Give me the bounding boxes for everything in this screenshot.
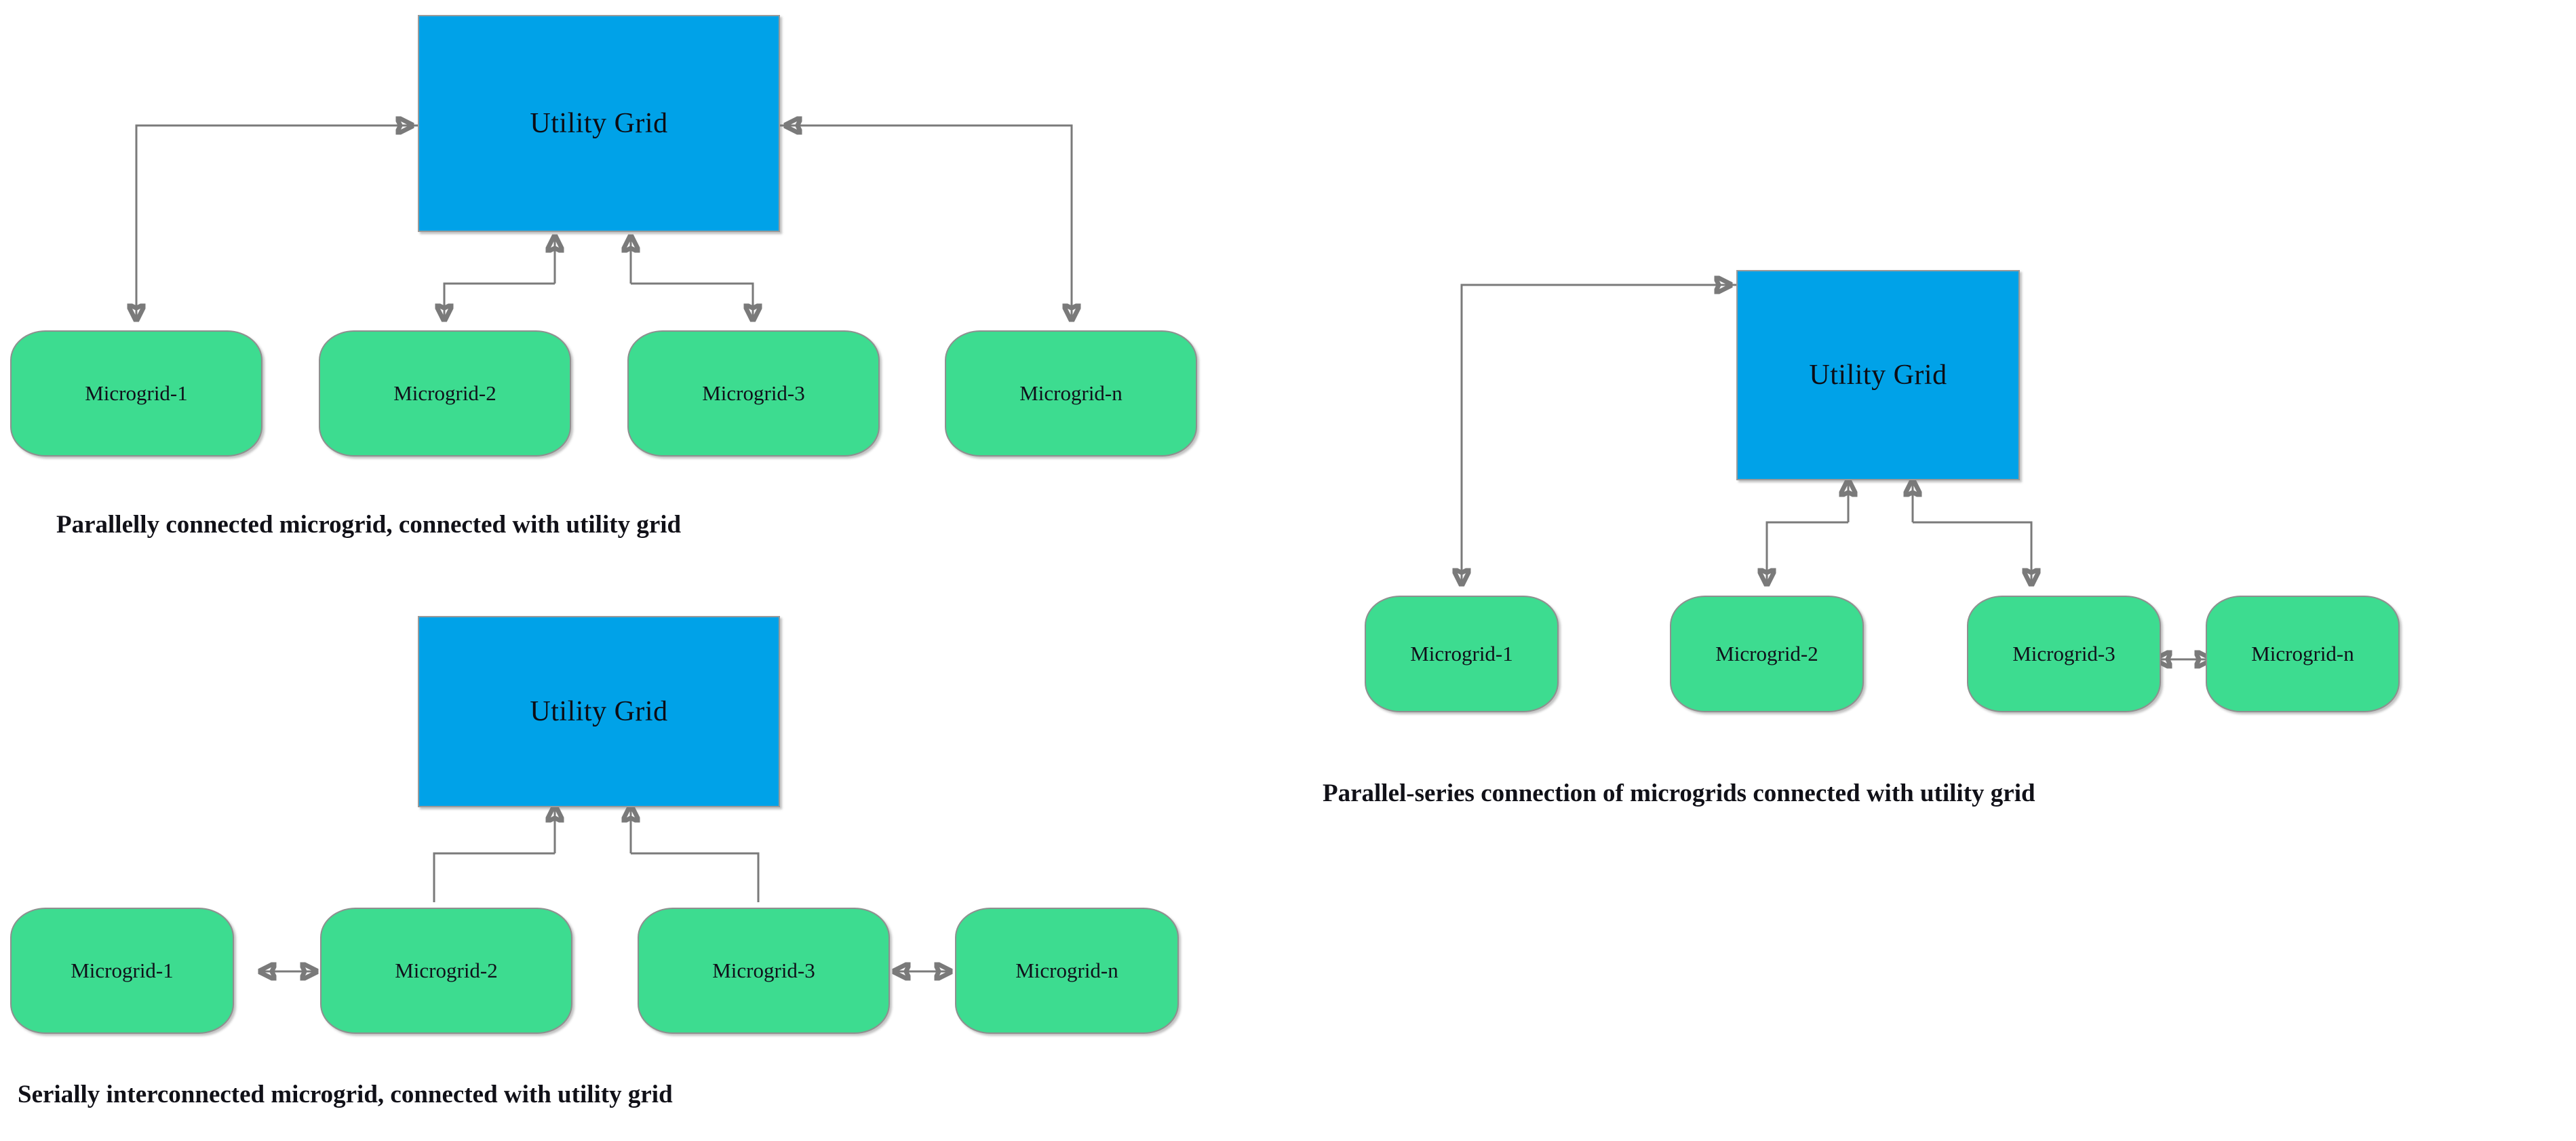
microgrid-node-3-serial[interactable]: Microgrid-3 <box>638 908 890 1034</box>
microgrid-node-2-serial[interactable]: Microgrid-2 <box>320 908 572 1034</box>
microgrid-node-label: Microgrid-3 <box>712 959 815 982</box>
microgrid-node-n-parallel[interactable]: Microgrid-n <box>945 330 1197 457</box>
microgrid-node-1-parallel[interactable]: Microgrid-1 <box>10 330 262 457</box>
microgrid-node-n-serial[interactable]: Microgrid-n <box>955 908 1179 1034</box>
microgrid-node-label: Microgrid-n <box>1015 959 1118 982</box>
wire-grid-to-microgrid-3 <box>631 237 753 319</box>
microgrid-node-label: Microgrid-3 <box>2012 642 2115 665</box>
microgrid-node-label: Microgrid-2 <box>1715 642 1818 665</box>
utility-grid-label: Utility Grid <box>530 696 668 727</box>
utility-grid-label: Utility Grid <box>1809 360 1947 391</box>
utility-grid-box-parallel[interactable]: Utility Grid <box>418 15 780 232</box>
utility-grid-box-parallel-series[interactable]: Utility Grid <box>1736 270 2020 480</box>
microgrid-node-label: Microgrid-1 <box>71 959 174 982</box>
caption-parallel-connected: Parallelly connected microgrid, connecte… <box>56 511 682 539</box>
caption-parallel-series: Parallel-series connection of microgrids… <box>1323 779 2035 807</box>
microgrid-node-label: Microgrid-3 <box>702 381 805 405</box>
microgrid-node-2-parallel[interactable]: Microgrid-2 <box>319 330 571 457</box>
wire-ps-grid-to-microgrid-3 <box>1913 482 2031 583</box>
microgrid-node-3-parallel-series[interactable]: Microgrid-3 <box>1967 596 2161 712</box>
utility-grid-label: Utility Grid <box>530 108 668 139</box>
wire-ps-microgrid-1-to-grid <box>1462 285 1736 583</box>
microgrid-node-label: Microgrid-1 <box>85 381 188 405</box>
wire-ps-grid-to-microgrid-2 <box>1767 482 1848 583</box>
wire-s-grid-to-microgrid-2 <box>433 807 555 902</box>
caption-serially-interconnected: Serially interconnected microgrid, conne… <box>18 1081 673 1108</box>
microgrid-node-n-parallel-series[interactable]: Microgrid-n <box>2206 596 2400 712</box>
wire-s-grid-to-microgrid-3 <box>631 807 760 902</box>
wire-grid-to-microgrid-2 <box>444 237 555 319</box>
microgrid-node-3-parallel[interactable]: Microgrid-3 <box>627 330 880 457</box>
microgrid-node-1-serial[interactable]: Microgrid-1 <box>10 908 234 1034</box>
microgrid-node-label: Microgrid-2 <box>395 959 498 982</box>
wire-grid-to-microgrid-1 <box>136 125 418 319</box>
utility-grid-box-serial[interactable]: Utility Grid <box>418 616 780 807</box>
microgrid-node-label: Microgrid-n <box>1019 381 1123 405</box>
microgrid-node-1-parallel-series[interactable]: Microgrid-1 <box>1365 596 1559 712</box>
microgrid-node-label: Microgrid-n <box>2251 642 2354 665</box>
wire-grid-to-microgrid-n <box>780 125 1072 319</box>
microgrid-node-label: Microgrid-2 <box>393 381 496 405</box>
microgrid-node-2-parallel-series[interactable]: Microgrid-2 <box>1670 596 1864 712</box>
microgrid-node-label: Microgrid-1 <box>1410 642 1513 665</box>
